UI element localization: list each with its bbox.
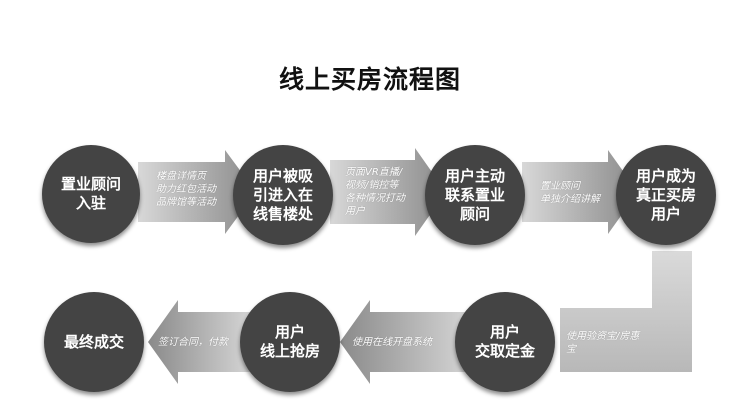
- arrow-label-6: 签订合同，付款: [158, 337, 228, 348]
- step-node-5: 用户 交取定金: [455, 292, 555, 392]
- page-title: 线上买房流程图: [278, 65, 461, 94]
- step-label-5: 用户 交取定金: [474, 323, 535, 360]
- step-node-6: 用户 线上抢房: [240, 292, 340, 392]
- step-node-7: 最终成交: [44, 292, 144, 392]
- arrow-label-2: 页面VR直播/ 视频/销控等 各种情况打动 用户: [345, 167, 405, 217]
- arrow-label-5: 使用在线开盘系统: [352, 337, 432, 348]
- arrow-label-3: 置业顾问 单独介绍讲解: [540, 181, 600, 205]
- arrow-3: [522, 150, 638, 234]
- step-label-7: 最终成交: [63, 332, 124, 351]
- arrow-5: [340, 300, 475, 384]
- arrow-label-1: 楼盘详情页 助力红包活动 品牌馆等活动: [156, 171, 216, 208]
- step-label-1: 置业顾问 入驻: [60, 175, 121, 212]
- arrow-label-4: 使用验资宝/房惠 宝: [566, 331, 640, 355]
- arrow-1: [138, 150, 256, 234]
- step-label-3: 用户主动 联系置业 顾问: [444, 166, 505, 223]
- step-node-2: 用户被吸 引进入在 线售楼处: [233, 145, 333, 245]
- step-label-2: 用户被吸 引进入在 线售楼处: [252, 166, 313, 223]
- arrow-4: [560, 251, 692, 372]
- step-label-4: 用户成为 真正买房 用户: [635, 166, 696, 223]
- step-label-6: 用户 线上抢房: [259, 323, 320, 360]
- step-node-4: 用户成为 真正买房 用户: [616, 145, 716, 245]
- step-node-3: 用户主动 联系置业 顾问: [425, 145, 525, 245]
- arrow-6: [148, 300, 255, 384]
- step-node-1: 置业顾问 入驻: [42, 145, 140, 243]
- arrow-2: [330, 148, 446, 236]
